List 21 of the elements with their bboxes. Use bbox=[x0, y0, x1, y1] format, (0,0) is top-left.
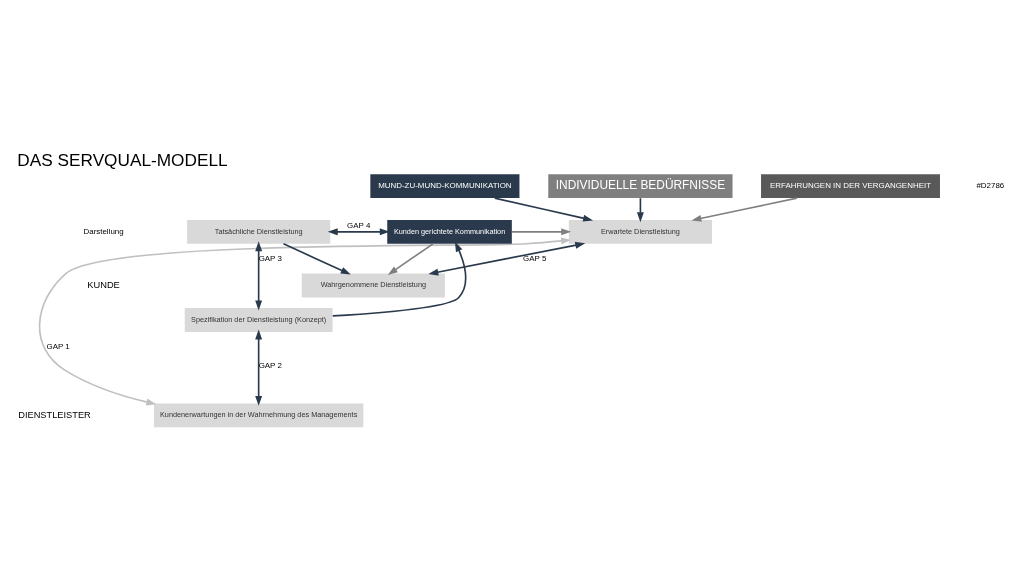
arrow bbox=[511, 227, 572, 235]
node-box: Spezifikation der Dienstleistung (Konzept) bbox=[184, 307, 333, 332]
node-box: Tatsächliche Dienstleistung bbox=[187, 219, 331, 244]
arrow bbox=[255, 329, 263, 406]
arrow bbox=[38, 236, 572, 405]
arrow bbox=[387, 242, 434, 275]
node-box: Wahrgenommene Dienstleistung bbox=[301, 273, 445, 297]
arrow bbox=[327, 227, 390, 235]
arrow bbox=[282, 242, 351, 275]
diagram-title: DAS SERVQUAL-MODELL bbox=[17, 149, 228, 170]
node-box: Kundenerwartungen in der Wahrnehmung des Managements bbox=[153, 403, 364, 427]
arrow bbox=[331, 241, 467, 317]
arrow bbox=[428, 241, 586, 276]
arrow bbox=[691, 196, 798, 222]
node-box: Kunden gerichtete Kommunikation bbox=[387, 219, 512, 244]
label: DIENSTLEISTER bbox=[18, 409, 91, 420]
node-box: INDIVIDUELLE BEDÜRFNISSE bbox=[548, 173, 733, 198]
arrow bbox=[493, 196, 594, 222]
node-box: Erwartete Dienstleistung bbox=[568, 219, 712, 244]
label: KUNDE bbox=[87, 279, 120, 290]
arrow bbox=[255, 240, 263, 310]
